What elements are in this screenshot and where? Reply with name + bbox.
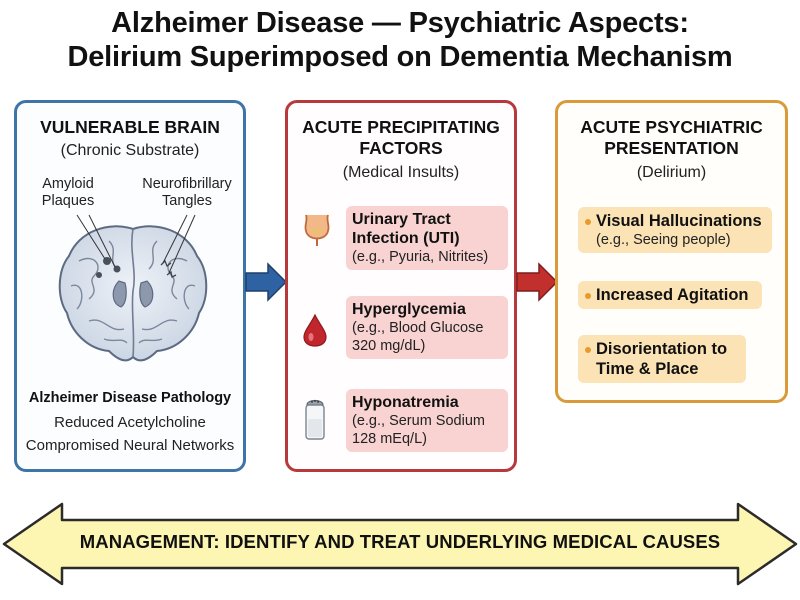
symptom-visual-hallucinations: Visual Hallucinations (e.g., Seeing peop… bbox=[578, 207, 772, 253]
blood-drop-icon bbox=[303, 313, 327, 347]
factor-desc: (e.g., Serum Sodium bbox=[352, 413, 485, 429]
title-line-1: Alzheimer Disease — Psychiatric Aspects: bbox=[111, 7, 689, 39]
page-title: Alzheimer Disease — Psychiatric Aspects:… bbox=[0, 6, 800, 74]
bullet-dot bbox=[585, 219, 591, 225]
vulnerable-brain-heading: VULNERABLE BRAIN bbox=[40, 117, 220, 137]
precipitating-factors-panel: ACUTE PRECIPITATING FACTORS (Medical Ins… bbox=[285, 100, 517, 472]
brain-icon bbox=[58, 214, 208, 362]
management-banner-text: MANAGEMENT: IDENTIFY AND TREAT UNDERLYIN… bbox=[79, 531, 721, 552]
neurofibrillary-tangles-label: Neurofibrillary Tangles bbox=[142, 176, 232, 209]
precipitating-factors-subheading: (Medical Insults) bbox=[342, 164, 460, 181]
factor-name: Infection (UTI) bbox=[352, 230, 460, 247]
red-arrow-icon bbox=[516, 262, 559, 302]
symptom-increased-agitation: Increased Agitation bbox=[578, 281, 762, 309]
symptom-name: Increased Agitation bbox=[596, 286, 749, 304]
factor-hyperglycemia: Hyperglycemia (e.g., Blood Glucose 320 m… bbox=[346, 296, 508, 359]
bullet-dot bbox=[585, 293, 591, 299]
factor-desc: 128 mEq/L) bbox=[352, 431, 427, 447]
psychiatric-presentation-heading: ACUTE PSYCHIATRIC PRESENTATION bbox=[580, 117, 763, 158]
psychiatric-presentation-subheading: (Delirium) bbox=[636, 164, 707, 181]
precipitating-factors-heading: ACUTE PRECIPITATING FACTORS bbox=[302, 117, 500, 158]
vulnerable-brain-panel: VULNERABLE BRAIN (Chronic Substrate) Amy… bbox=[14, 100, 246, 472]
factor-name: Hyperglycemia bbox=[352, 301, 466, 318]
pathology-line-1: Reduced Acetylcholine bbox=[54, 414, 206, 431]
pathology-title: Alzheimer Disease Pathology bbox=[28, 390, 232, 406]
bullet-dot bbox=[585, 347, 591, 353]
pathology-line-2: Compromised Neural Networks bbox=[25, 437, 235, 454]
factor-name: Hyponatremia bbox=[352, 394, 459, 411]
amyloid-plaques-label: Amyloid Plaques bbox=[41, 176, 95, 209]
factor-desc: (e.g., Blood Glucose bbox=[352, 320, 484, 336]
symptom-desc: (e.g., Seeing people) bbox=[596, 232, 731, 248]
management-banner-arrow bbox=[2, 502, 798, 586]
symptom-name: Time & Place bbox=[596, 360, 699, 378]
salt-shaker-icon bbox=[305, 399, 325, 440]
symptom-name: Visual Hallucinations bbox=[596, 212, 762, 230]
psychiatric-presentation-panel: ACUTE PSYCHIATRIC PRESENTATION (Delirium… bbox=[555, 100, 788, 403]
factor-hyponatremia: Hyponatremia (e.g., Serum Sodium 128 mEq… bbox=[346, 389, 508, 452]
blue-arrow-icon bbox=[245, 262, 288, 302]
symptom-disorientation: Disorientation to Time & Place bbox=[578, 335, 746, 383]
vulnerable-brain-subheading: (Chronic Substrate) bbox=[60, 142, 200, 159]
title-line-2: Delirium Superimposed on Dementia Mechan… bbox=[67, 41, 733, 73]
factor-desc: (e.g., Pyuria, Nitrites) bbox=[352, 249, 489, 265]
bladder-icon bbox=[304, 214, 330, 246]
factor-desc: 320 mg/dL) bbox=[352, 338, 426, 354]
symptom-name: Disorientation to bbox=[596, 340, 728, 358]
factor-uti: Urinary Tract Infection (UTI) (e.g., Pyu… bbox=[346, 206, 508, 270]
factor-name: Urinary Tract bbox=[352, 211, 451, 228]
